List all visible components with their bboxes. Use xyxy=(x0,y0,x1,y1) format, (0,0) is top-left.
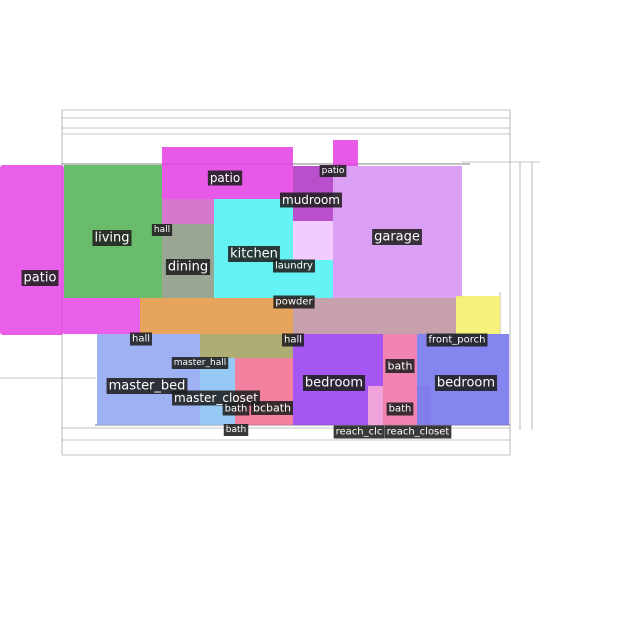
svg-text:bath: bath xyxy=(225,404,248,415)
room-hall-olive xyxy=(200,334,293,358)
svg-text:hall: hall xyxy=(154,225,170,235)
label-patio-top: patio xyxy=(207,170,243,186)
room-reach-closet-a xyxy=(368,386,383,425)
svg-text:reach_closet: reach_closet xyxy=(387,427,450,438)
svg-text:bedroom: bedroom xyxy=(305,376,363,391)
room-laundry xyxy=(293,221,333,260)
svg-text:patio: patio xyxy=(24,271,57,286)
label-bath-lower: bath xyxy=(386,402,414,416)
label-bath-right: bcbath xyxy=(250,401,294,415)
label-master-closet: master_closet xyxy=(172,390,260,406)
label-hall-left: hall xyxy=(129,332,153,346)
label-living: living xyxy=(92,230,132,246)
room-powder xyxy=(293,298,456,334)
label-mudroom: mudroom xyxy=(280,192,342,208)
svg-text:bath: bath xyxy=(389,404,412,415)
label-bath-bottom: bath xyxy=(223,424,249,436)
svg-text:bedroom: bedroom xyxy=(437,376,495,391)
room-labels: patio living hall patio patio mudroom ki… xyxy=(21,165,498,439)
svg-text:master_bed: master_bed xyxy=(109,379,186,394)
svg-text:bath: bath xyxy=(226,425,246,435)
label-powder: powder xyxy=(273,295,315,309)
room-hall-orange xyxy=(140,298,293,334)
svg-text:living: living xyxy=(94,231,129,246)
room-hall-pink xyxy=(162,199,214,224)
label-garage: garage xyxy=(372,229,422,245)
room-patio-small xyxy=(333,140,358,166)
label-reach-closet-b: reach_closet xyxy=(384,425,452,439)
svg-text:hall: hall xyxy=(284,335,302,346)
label-laundry: laundry xyxy=(273,259,315,273)
room-front-porch xyxy=(456,296,500,334)
svg-text:master_closet: master_closet xyxy=(174,391,258,405)
svg-text:reach_clc: reach_clc xyxy=(336,427,383,438)
label-bedroom-b: bedroom xyxy=(434,375,498,391)
svg-text:powder: powder xyxy=(275,297,313,308)
rooms xyxy=(0,140,509,425)
svg-text:laundry: laundry xyxy=(275,261,313,272)
label-bath-upper: bath xyxy=(385,359,415,373)
svg-text:patio: patio xyxy=(322,166,345,176)
label-bedroom-a: bedroom xyxy=(302,375,366,391)
room-patio-left xyxy=(0,165,64,335)
svg-text:master_hall: master_hall xyxy=(174,358,226,368)
label-master-bed: master_bed xyxy=(106,378,188,394)
svg-text:front_porch: front_porch xyxy=(429,335,486,346)
label-reach-closet-a: reach_clc xyxy=(333,425,385,439)
label-patio-small: patio xyxy=(319,165,347,177)
svg-text:hall: hall xyxy=(132,334,150,345)
label-kitchen: kitchen xyxy=(228,246,280,262)
label-patio-left: patio xyxy=(21,270,59,286)
label-bath-mid: bath xyxy=(222,402,250,416)
label-front-porch: front_porch xyxy=(426,333,488,347)
room-patio-left-strip xyxy=(64,298,140,334)
svg-text:garage: garage xyxy=(374,230,420,245)
svg-text:patio: patio xyxy=(210,171,240,185)
svg-text:dining: dining xyxy=(168,260,208,275)
svg-text:kitchen: kitchen xyxy=(230,247,278,262)
svg-text:bcbath: bcbath xyxy=(253,402,291,415)
label-master-hall: master_hall xyxy=(171,357,229,369)
label-hall-center: hall xyxy=(281,333,305,347)
svg-text:mudroom: mudroom xyxy=(282,193,340,207)
label-hall-small: hall xyxy=(151,224,173,236)
svg-text:bath: bath xyxy=(387,360,412,373)
label-dining: dining xyxy=(165,259,211,275)
